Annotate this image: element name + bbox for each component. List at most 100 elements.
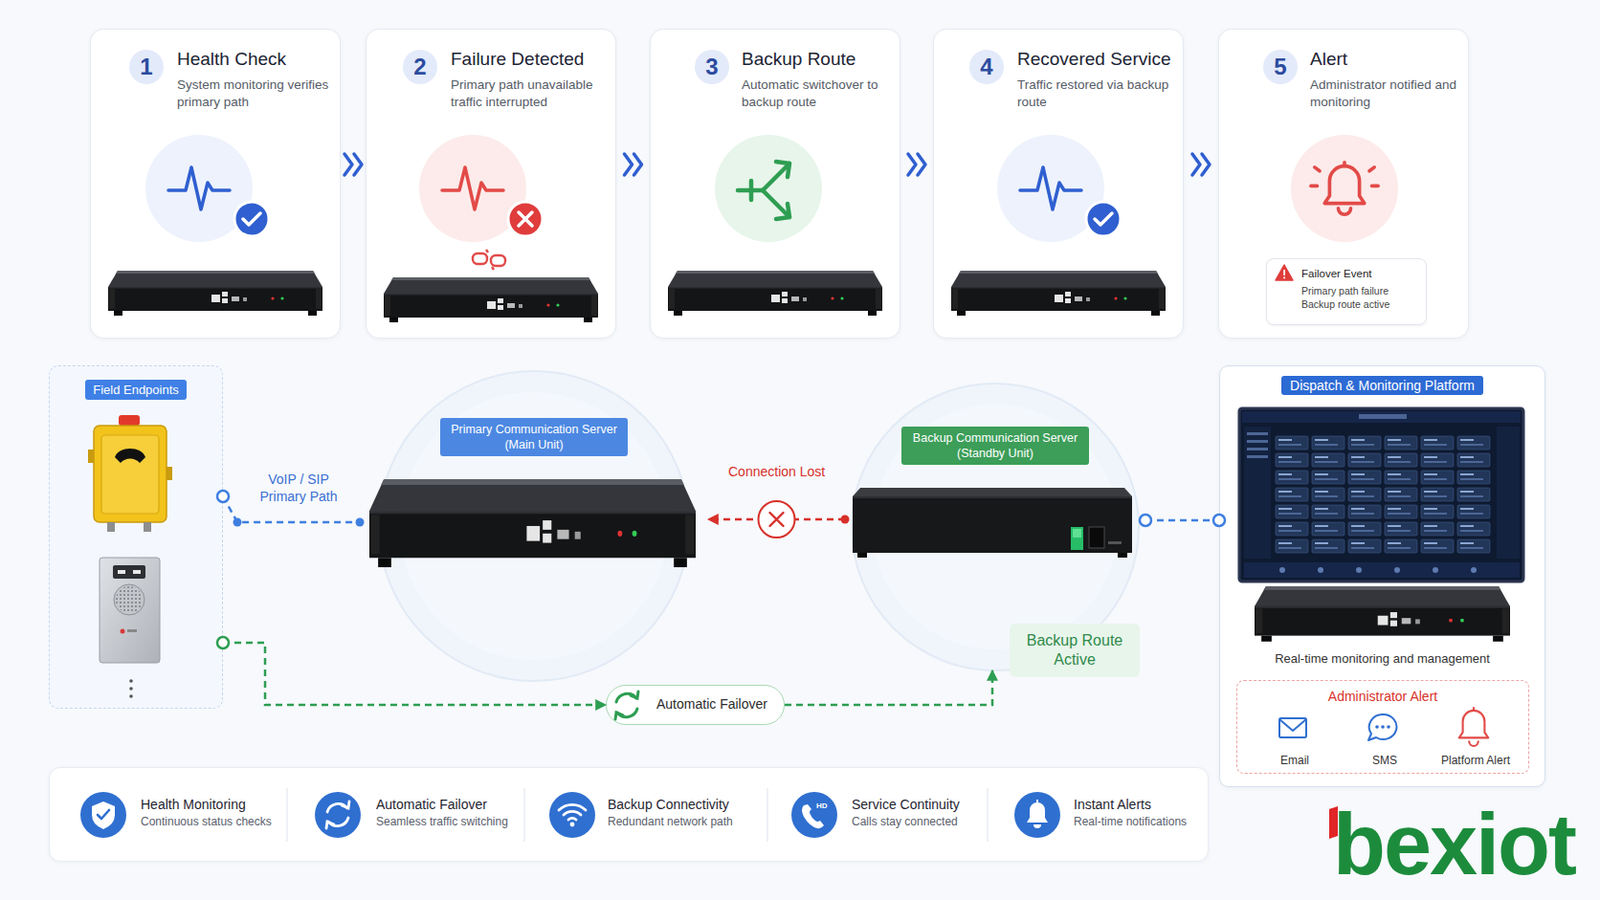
backup-server	[1108, 541, 1122, 545]
warning-triangle	[1275, 265, 1293, 281]
channel-label: Platform Alert	[1427, 754, 1524, 768]
alert-bell-icon	[1014, 792, 1061, 839]
failure-icon	[490, 255, 506, 267]
intercom-panel	[99, 557, 160, 664]
sms-icon	[1380, 725, 1385, 730]
wifi-icon	[558, 804, 586, 811]
step-title: Recovered Service	[1017, 47, 1172, 71]
step-title: Alert	[1310, 47, 1348, 71]
dashed-link	[222, 643, 606, 706]
backup-server	[852, 488, 1133, 497]
primary-server	[369, 479, 696, 568]
failure-icon	[472, 249, 506, 270]
monitor-screen	[1394, 567, 1400, 574]
port-ring	[1213, 514, 1225, 527]
step-description: Traffic restored via backup route	[1017, 76, 1171, 112]
monitor-screen	[1496, 426, 1520, 559]
channel-label: SMS	[1336, 754, 1433, 768]
monitor-screen	[1274, 435, 1493, 556]
shield-icon	[91, 801, 115, 830]
break-mark	[758, 501, 796, 538]
server-tag: Backup Communication Server (Standby Uni…	[901, 426, 1089, 466]
feature-dividers	[766, 788, 768, 843]
feature-detail: Real-time notifications	[1073, 815, 1187, 829]
server-unit	[383, 277, 599, 323]
feature-dividers	[286, 788, 288, 843]
sms-icon	[1368, 714, 1397, 741]
switchover-icon	[776, 161, 790, 178]
step-description: Primary path unavailable traffic interru…	[450, 76, 604, 112]
shield-icon	[80, 792, 127, 839]
sms-icon	[1386, 725, 1391, 730]
connector	[784, 670, 993, 706]
health-icon	[168, 167, 269, 237]
bell-icon	[1472, 708, 1475, 712]
backup-server	[1088, 527, 1105, 549]
monitor-screen	[1470, 567, 1477, 574]
intercom-panel	[113, 584, 145, 616]
alert-icon	[1342, 162, 1347, 167]
wifi-icon	[563, 811, 581, 816]
step-number: 4	[969, 49, 1004, 85]
pill-label: Automatic Failover	[656, 696, 768, 712]
failure-icon	[518, 212, 533, 226]
server-unit	[108, 270, 323, 316]
connector	[217, 637, 606, 706]
feature-dividers	[986, 788, 988, 843]
failure-icon	[419, 134, 543, 270]
port-dot	[355, 518, 365, 528]
intercom-panel	[117, 570, 126, 575]
emergency-phone	[107, 522, 115, 533]
failure-icon	[491, 266, 494, 270]
alert-icon	[1290, 134, 1399, 243]
health-icon	[145, 134, 269, 243]
feature-detail: Calls stay connected	[851, 815, 958, 829]
event-title: Failover Event	[1301, 267, 1373, 280]
bell-icon	[1459, 708, 1489, 747]
emergency-phone	[93, 425, 167, 523]
intercom-panel	[115, 586, 143, 614]
wifi-icon	[549, 792, 596, 839]
feature-detail: Redundant network path	[607, 815, 734, 829]
health-icon	[234, 201, 269, 237]
status-box: Backup Route Active	[1009, 623, 1140, 678]
panel-tag: Dispatch & Monitoring Platform	[1281, 376, 1484, 396]
switch-icon	[326, 822, 334, 829]
failure-icon	[472, 253, 488, 265]
connector	[1139, 514, 1225, 527]
refresh-icon	[615, 712, 623, 720]
alert-bell-icon	[1014, 792, 1061, 839]
recovered-icon	[1020, 167, 1082, 210]
switchover-icon	[714, 134, 823, 243]
monitor-screen	[1279, 567, 1286, 574]
emergency-phone	[101, 435, 159, 514]
monitor-screen	[1242, 411, 1521, 423]
event-detail: Primary path failure Backup route active	[1301, 284, 1421, 312]
port-dot	[841, 515, 850, 525]
email-icon	[1279, 718, 1307, 738]
feature-title: Instant Alerts	[1073, 797, 1152, 813]
sms-icon	[1368, 714, 1397, 741]
chevron-arrow	[908, 154, 926, 176]
backup-server	[1072, 529, 1082, 538]
port-dot	[233, 518, 243, 528]
switch-icon	[314, 792, 361, 839]
emergency-phone	[114, 448, 146, 464]
email-icon	[1279, 718, 1307, 738]
switchover-icon	[737, 161, 790, 220]
email-icon	[1279, 719, 1307, 732]
warning-triangle	[1275, 265, 1293, 281]
bell-icon	[1459, 711, 1489, 739]
backup-server	[852, 496, 1133, 499]
alert-bell-icon	[1033, 824, 1042, 829]
failure-icon	[508, 201, 543, 237]
recovered-icon	[1086, 201, 1121, 237]
step-number: 5	[1263, 49, 1298, 85]
status-label: Backup Route Active	[1017, 631, 1133, 670]
failure-icon	[486, 249, 489, 253]
icon-badge: HD	[816, 801, 828, 811]
monitor-screen	[1246, 455, 1268, 459]
backup-server	[857, 553, 867, 558]
switch-icon	[326, 801, 350, 829]
edge-label: Connection Lost	[725, 463, 828, 481]
